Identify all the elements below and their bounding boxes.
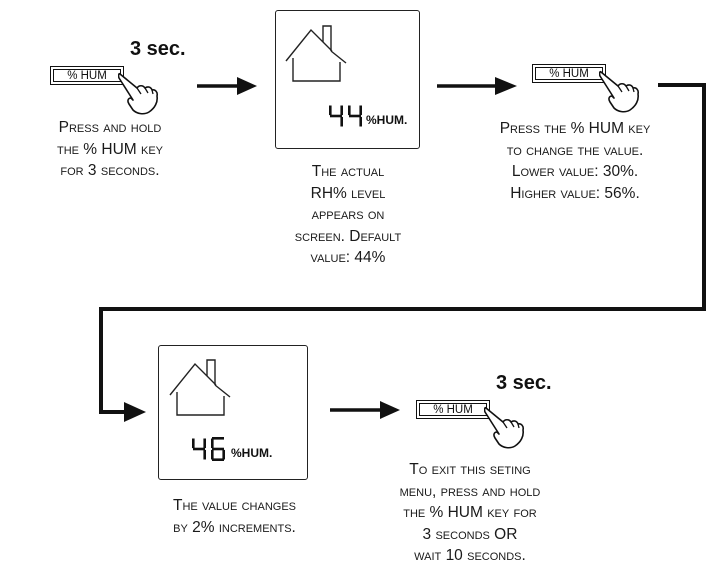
seven-segment-digit bbox=[211, 437, 225, 461]
step5-caption: To exit this seting menu, press and hold… bbox=[399, 461, 541, 564]
seven-segment-digit bbox=[192, 438, 206, 460]
lcd-segment bbox=[340, 105, 343, 116]
step4-display-screen: %HUM. bbox=[158, 345, 308, 480]
seven-segment-digit bbox=[348, 105, 362, 127]
seven-segment-digit bbox=[329, 105, 343, 127]
step1-caption: Press and hold the % HUM key for 3 secon… bbox=[56, 119, 163, 179]
step5-hum-key[interactable]: % HUM bbox=[416, 400, 490, 419]
step3-hum-key[interactable]: % HUM bbox=[532, 64, 606, 83]
lcd-segment bbox=[348, 105, 351, 116]
lcd-segment bbox=[359, 105, 362, 116]
lcd-segment bbox=[203, 438, 206, 449]
lcd-segment bbox=[212, 447, 224, 451]
lcd-segment bbox=[212, 437, 224, 440]
lcd-segment bbox=[349, 114, 361, 118]
lcd-segment bbox=[193, 447, 205, 451]
step2-display-screen: %HUM. bbox=[275, 10, 420, 149]
pointing-hand-icon bbox=[118, 72, 158, 115]
step4-caption: The value changes by 2% increments. bbox=[172, 497, 297, 536]
lcd-segment bbox=[211, 449, 214, 460]
step5-duration-label: 3 sec. bbox=[496, 372, 552, 394]
step2-unit-label: %HUM. bbox=[366, 113, 408, 127]
step3-hum-key-label: % HUM bbox=[535, 67, 603, 80]
step4-humidity-readout: %HUM. bbox=[191, 436, 303, 466]
step2-humidity-readout: %HUM. bbox=[328, 103, 418, 133]
lcd-segment bbox=[211, 438, 214, 449]
pointing-hand-icon bbox=[599, 70, 639, 113]
lcd-segment bbox=[192, 438, 195, 449]
lcd-segment bbox=[330, 114, 342, 118]
step1-hum-key-label: % HUM bbox=[53, 69, 121, 82]
pointing-hand-icon bbox=[484, 406, 524, 449]
step1-hum-key[interactable]: % HUM bbox=[50, 66, 124, 85]
step2-caption: The actual RH% level appears on screen. … bbox=[294, 163, 402, 266]
step1-duration-label: 3 sec. bbox=[130, 38, 186, 60]
lcd-segment bbox=[329, 105, 332, 116]
right-arrow-icon bbox=[437, 77, 517, 95]
step3-caption: Press the % HUM key to change the value.… bbox=[499, 120, 651, 202]
lcd-segment bbox=[212, 458, 224, 461]
step5-hum-key-label: % HUM bbox=[419, 403, 487, 416]
right-arrow-icon bbox=[330, 401, 400, 419]
lcd-segment bbox=[340, 116, 343, 127]
right-arrow-icon bbox=[197, 77, 257, 95]
lcd-segment bbox=[359, 116, 362, 127]
step4-unit-label: %HUM. bbox=[231, 446, 273, 460]
lcd-segment bbox=[222, 449, 225, 460]
house-icon bbox=[169, 359, 231, 416]
lcd-segment bbox=[203, 449, 206, 460]
house-icon bbox=[285, 25, 347, 82]
